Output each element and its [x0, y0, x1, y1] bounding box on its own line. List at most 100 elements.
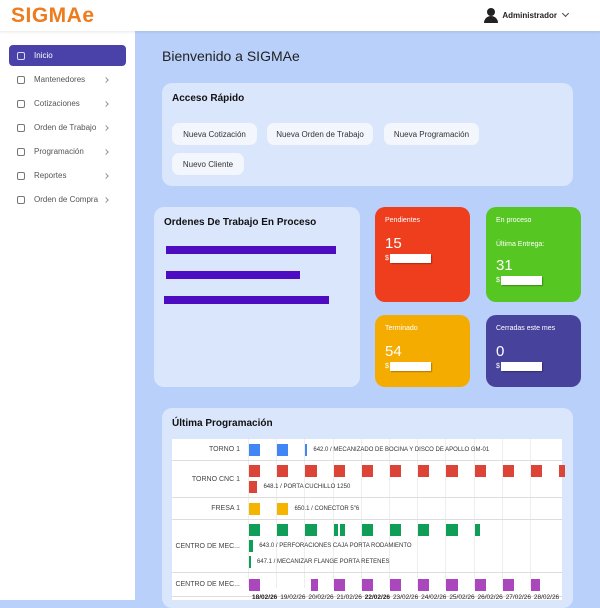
new-schedule-button[interactable]: Nueva Programación	[384, 123, 479, 145]
sidebar-item-mantenedores[interactable]: Mantenedores	[9, 69, 126, 90]
task-bar[interactable]	[249, 444, 261, 456]
task-bar[interactable]	[418, 579, 430, 591]
process-bar	[164, 296, 329, 304]
task-bar[interactable]	[446, 465, 458, 477]
task-bar[interactable]	[361, 465, 374, 477]
currency-symbol: $	[385, 363, 389, 370]
stat-amount: $	[496, 276, 542, 285]
task-bar[interactable]	[277, 503, 289, 515]
sidebar-item-cotizaciones[interactable]: Cotizaciones	[9, 93, 126, 114]
task-bar[interactable]	[361, 524, 374, 536]
task-bar[interactable]	[277, 465, 289, 477]
task-bar[interactable]	[361, 579, 374, 591]
task-bar[interactable]	[446, 524, 458, 536]
date-tick: 23/02/26	[392, 594, 419, 601]
task-bar[interactable]	[277, 444, 289, 456]
task-bar[interactable]	[390, 579, 402, 591]
user-menu[interactable]: Administrador	[484, 8, 570, 23]
chevron-right-icon	[103, 148, 109, 155]
gantt-row: CENTRO DE MEC...	[172, 573, 562, 597]
process-bar	[166, 246, 336, 254]
chevron-right-icon	[103, 76, 109, 83]
task-bar[interactable]	[531, 579, 541, 591]
task-bar[interactable]	[305, 524, 317, 536]
task-bar[interactable]	[390, 465, 402, 477]
task-bar[interactable]	[249, 540, 254, 552]
grid-line	[248, 439, 249, 588]
chevron-right-icon	[103, 172, 109, 179]
grid-line	[473, 439, 475, 588]
task-bar[interactable]	[418, 524, 430, 536]
sidebar-item-reportes[interactable]: Reportes	[9, 165, 126, 186]
date-tick: 27/02/26	[505, 594, 531, 601]
sidebar-item-programaci-n[interactable]: Programación	[9, 141, 126, 162]
task-bar[interactable]	[390, 524, 402, 536]
task-bar[interactable]	[446, 579, 458, 591]
task-bar[interactable]	[333, 579, 345, 591]
currency-symbol: $	[385, 255, 389, 262]
new-work-order-button[interactable]: Nueva Orden de Trabajo	[267, 123, 373, 145]
grid-line	[304, 439, 306, 588]
sidebar-item-label: Cotizaciones	[34, 99, 80, 108]
grid-line	[332, 439, 334, 588]
task-bar[interactable]	[474, 579, 486, 591]
currency-symbol: $	[496, 277, 500, 284]
grid-line	[530, 439, 531, 588]
task-bar[interactable]	[249, 556, 251, 568]
task-bar[interactable]	[249, 481, 258, 493]
stat-amount: $	[385, 362, 431, 371]
new-client-button[interactable]: Nuevo Cliente	[172, 153, 244, 175]
gantt-row: CENTRO DE MEC...643.0 / PERFORACIONES CA…	[172, 520, 562, 573]
stat-amount: $	[385, 254, 431, 263]
task-bar[interactable]	[249, 524, 261, 536]
task-bar[interactable]	[305, 444, 308, 456]
task-bar[interactable]	[333, 524, 338, 536]
task-bar[interactable]	[474, 465, 486, 477]
quick-access-card: Acceso Rápido Nueva Cotización Nueva Ord…	[162, 83, 573, 186]
sidebar-item-orden-de-trabajo[interactable]: Orden de Trabajo	[9, 117, 126, 138]
schedule-title: Última Programación	[172, 418, 273, 429]
sidebar-item-orden-de-compra[interactable]: Orden de Compra	[9, 189, 126, 210]
task-bar[interactable]	[249, 503, 261, 515]
task-bar[interactable]	[474, 524, 481, 536]
task-bar[interactable]	[305, 465, 317, 477]
date-tick: 26/02/26	[477, 594, 503, 601]
task-bar[interactable]	[418, 465, 430, 477]
box-icon	[17, 195, 25, 204]
work-orders-title: Ordenes De Trabajo En Proceso	[164, 217, 317, 228]
task-bar[interactable]	[333, 465, 345, 477]
task-bar[interactable]	[249, 579, 261, 591]
task-label: 650.1 / CONECTOR 5"6	[294, 506, 360, 512]
task-bar[interactable]	[277, 524, 289, 536]
process-bar	[166, 271, 301, 279]
grid-line	[501, 439, 503, 588]
new-quote-button[interactable]: Nueva Cotización	[172, 123, 257, 145]
report-icon	[17, 171, 25, 180]
task-label: 648.1 / PORTA CUCHILLO 1250	[263, 484, 351, 490]
sidebar-item-label: Inicio	[34, 51, 53, 60]
app-logo[interactable]: SIGMAe	[11, 4, 95, 27]
sidebar-item-inicio[interactable]: Inicio	[9, 45, 126, 66]
task-bar[interactable]	[502, 579, 515, 591]
date-tick: 19/02/26	[280, 594, 306, 601]
task-bar[interactable]	[559, 465, 565, 477]
grid-line	[360, 439, 362, 588]
task-bar[interactable]	[531, 465, 543, 477]
chevron-right-icon	[103, 196, 109, 203]
stat-label: Terminado	[385, 325, 418, 332]
task-bar[interactable]	[502, 465, 515, 477]
task-bar[interactable]	[311, 579, 319, 591]
task-bar[interactable]	[339, 524, 345, 536]
task-label: 642.0 / MECANIZADO DE BOCINA Y DISCO DE …	[313, 447, 490, 453]
task-bar[interactable]	[249, 465, 261, 477]
user-name: Administrador	[502, 10, 557, 20]
date-tick: 24/02/26	[421, 594, 447, 601]
